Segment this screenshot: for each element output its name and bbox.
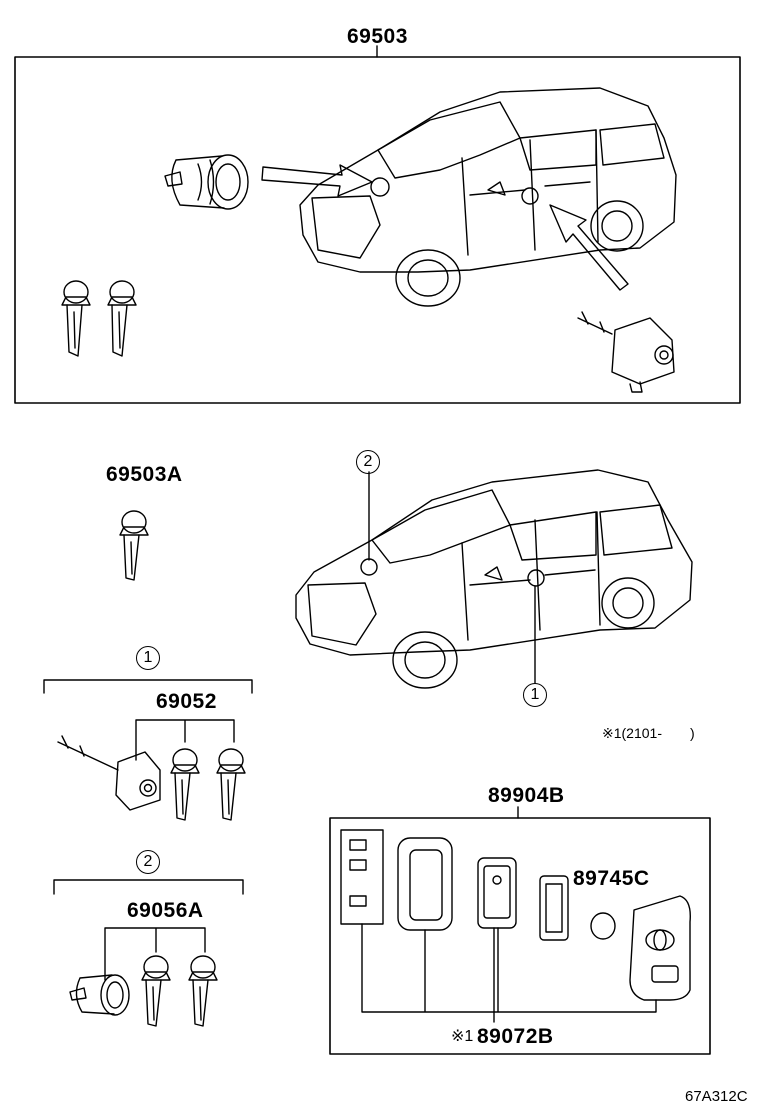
group-2-bracket <box>53 879 244 895</box>
callout-2-group: 2 <box>136 850 160 874</box>
vehicle-illustration-top <box>299 87 677 307</box>
assembly-89072B-leader <box>361 923 657 1013</box>
smart-key-shell-part <box>629 895 691 1001</box>
part-number-89745C: 89745C <box>573 867 650 890</box>
part-number-69503: 69503 <box>347 25 408 48</box>
kit-89904B-frame <box>329 817 711 1055</box>
key-case-part <box>397 837 453 931</box>
part-number-69052: 69052 <box>156 690 217 713</box>
label-sheet-part <box>340 829 384 925</box>
group-1-bracket <box>43 679 253 694</box>
vehicle-illustration-middle <box>295 469 693 689</box>
arrow-to-hood <box>261 164 373 197</box>
key-69056A-a-part <box>141 955 171 1027</box>
arrow-to-door <box>549 204 629 291</box>
circuit-board-part <box>477 857 517 929</box>
key-69052-b-part <box>216 748 246 821</box>
key-left-part <box>61 280 91 357</box>
part-number-69503A: 69503A <box>106 463 183 486</box>
key-right-part <box>107 280 137 357</box>
door-lock-cylinder-69052-part <box>57 735 161 811</box>
battery-89745C-part <box>590 912 616 940</box>
footnote-mark-89072B: ※1 <box>451 1028 474 1045</box>
illustration-code: 67A312C <box>685 1088 748 1105</box>
door-lock-cylinder-part <box>577 311 675 393</box>
part-number-89904B: 89904B <box>488 784 565 807</box>
callout-1-vehicle: 1 <box>523 683 547 707</box>
ignition-cylinder-part <box>164 154 249 210</box>
ignition-cylinder-69056A-part <box>69 974 130 1016</box>
part-number-69056A: 69056A <box>127 899 204 922</box>
key-69052-a-part <box>170 748 200 821</box>
key-69503A-part <box>119 510 149 581</box>
callout-2-top: 2 <box>356 450 380 474</box>
callout-1-group: 1 <box>136 646 160 670</box>
production-date-footnote: ※1(2101- ) <box>602 725 695 741</box>
key-69056A-b-part <box>188 955 218 1027</box>
inner-plate-part <box>539 875 569 941</box>
part-number-89072B: 89072B <box>477 1025 554 1048</box>
